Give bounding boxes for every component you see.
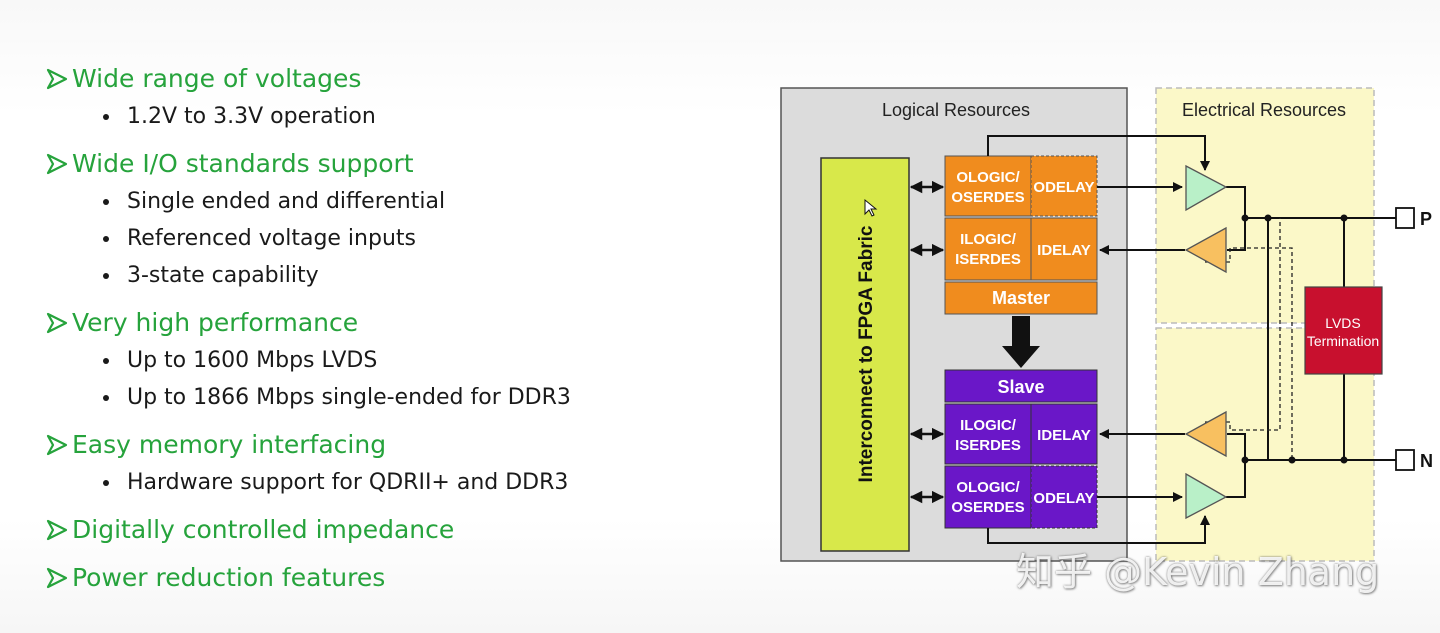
master-ologic-block bbox=[944, 155, 1032, 217]
master-label-block bbox=[944, 281, 1098, 315]
slave-odelay-block bbox=[1030, 465, 1098, 529]
fabric-bidirectional-arrows bbox=[909, 180, 945, 504]
bullet-heading: Wide I/O standards support bbox=[72, 149, 414, 178]
bullet-heading: Easy memory interfacing bbox=[72, 430, 387, 459]
bullet-item-performance: Very high performance bbox=[46, 304, 746, 342]
fpga-fabric-interconnect bbox=[820, 157, 910, 552]
sub-bullet: Up to 1866 Mbps single-ended for DDR3 bbox=[46, 379, 746, 416]
master-ologic-label: OLOGIC/ bbox=[956, 169, 1020, 186]
junction-dots bbox=[1241, 214, 1348, 464]
master-ilogic-block bbox=[944, 217, 1032, 281]
pad-p-label: P bbox=[1420, 209, 1432, 229]
bullet-list: Wide range of voltages 1.2V to 3.3V oper… bbox=[46, 60, 746, 597]
slave-label-block bbox=[944, 369, 1098, 403]
master-oserdes-label: OSERDES bbox=[951, 189, 1024, 206]
slave-iserdes-label: ISERDES bbox=[955, 437, 1021, 454]
lvds-label: LVDS bbox=[1325, 315, 1361, 331]
arrow-bullet-icon bbox=[46, 68, 68, 90]
pad-n bbox=[1395, 449, 1415, 471]
arrow-bullet-icon bbox=[46, 153, 68, 175]
master-idelay-block bbox=[1030, 217, 1098, 281]
fabric-label: Interconnect to FPGA Fabric bbox=[856, 225, 877, 482]
sub-bullet: Referenced voltage inputs bbox=[46, 220, 746, 257]
slave-label: Slave bbox=[997, 377, 1044, 397]
lvds-termination-label: Termination bbox=[1307, 333, 1379, 349]
watermark: 知乎 @Kevin Zhang bbox=[1016, 550, 1380, 594]
slave-ologic-block bbox=[944, 465, 1032, 529]
arrow-bullet-icon bbox=[46, 519, 68, 541]
output-buffer-n bbox=[1185, 472, 1228, 520]
bullet-heading: Very high performance bbox=[72, 308, 359, 337]
sub-bullet: 3-state capability bbox=[46, 257, 746, 294]
slave-ilogic-block bbox=[944, 403, 1032, 465]
bullet-item-voltages: Wide range of voltages bbox=[46, 60, 746, 98]
master-iserdes-label: ISERDES bbox=[955, 251, 1021, 268]
master-odelay-label: ODELAY bbox=[1033, 179, 1094, 196]
sub-bullet: Hardware support for QDRII+ and DDR3 bbox=[46, 464, 746, 501]
bullet-heading: Power reduction features bbox=[72, 563, 386, 592]
electrical-resources-title: Electrical Resources bbox=[1182, 100, 1346, 120]
sub-bullet: Up to 1600 Mbps LVDS bbox=[46, 342, 746, 379]
mouse-cursor-icon bbox=[864, 198, 878, 217]
pad-n-label: N bbox=[1420, 451, 1433, 471]
bullet-item-memory: Easy memory interfacing bbox=[46, 426, 746, 464]
slave-odelay-label: ODELAY bbox=[1033, 490, 1094, 507]
master-label: Master bbox=[992, 288, 1050, 308]
bullet-item-power: Power reduction features bbox=[46, 559, 746, 597]
slave-idelay-label: IDELAY bbox=[1037, 427, 1091, 444]
sub-bullet: 1.2V to 3.3V operation bbox=[46, 98, 746, 135]
input-buffer-n bbox=[1184, 410, 1227, 458]
slave-oserdes-label: OSERDES bbox=[951, 499, 1024, 516]
arrow-bullet-icon bbox=[46, 567, 68, 589]
arrow-bullet-icon bbox=[46, 434, 68, 456]
logical-resources-title: Logical Resources bbox=[882, 100, 1030, 120]
slave-ilogic-label: ILOGIC/ bbox=[960, 417, 1017, 434]
pad-p bbox=[1395, 207, 1415, 229]
lvds-termination bbox=[1304, 286, 1383, 375]
bullet-item-io-standards: Wide I/O standards support bbox=[46, 145, 746, 183]
sub-bullet: Single ended and differential bbox=[46, 183, 746, 220]
bullet-item-impedance: Digitally controlled impedance bbox=[46, 511, 746, 549]
master-idelay-label: IDELAY bbox=[1037, 242, 1091, 259]
arrow-bullet-icon bbox=[46, 312, 68, 334]
master-ilogic-label: ILOGIC/ bbox=[960, 231, 1017, 248]
slave-ologic-label: OLOGIC/ bbox=[956, 479, 1020, 496]
io-block-diagram: Logical Resources Electrical Resources I… bbox=[780, 87, 1433, 562]
master-to-slave-arrow bbox=[1002, 316, 1040, 368]
bullet-heading: Digitally controlled impedance bbox=[72, 515, 455, 544]
output-buffer-p bbox=[1185, 164, 1228, 212]
bullet-heading: Wide range of voltages bbox=[72, 64, 362, 93]
input-buffer-p bbox=[1184, 226, 1227, 274]
slave-idelay-block bbox=[1030, 403, 1098, 465]
